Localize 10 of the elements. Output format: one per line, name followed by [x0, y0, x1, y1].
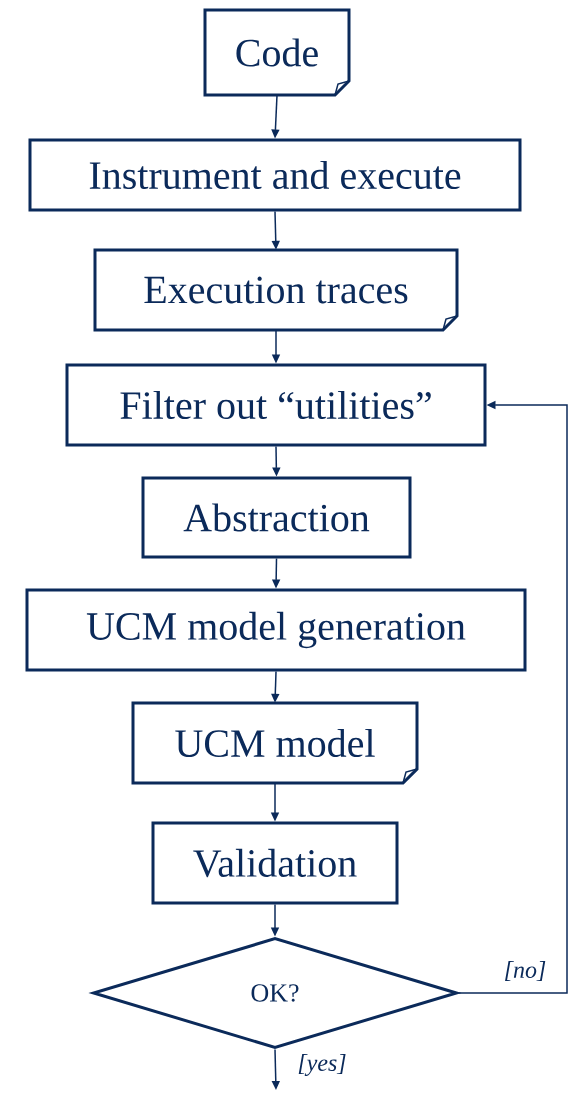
document-box: Execution traces	[93, 248, 459, 332]
edge-label: [yes]	[296, 1053, 348, 1077]
edge-label: [no]	[502, 960, 548, 982]
process-box: Filter out “utilities”	[65, 363, 487, 447]
document-box: Code	[203, 8, 351, 97]
process-box: Abstraction	[141, 476, 412, 559]
document-box: UCM model	[131, 701, 419, 785]
process-box: Validation	[151, 821, 399, 905]
process-box: Instrument and execute	[28, 138, 522, 212]
process-box: UCM model generation	[25, 588, 527, 672]
